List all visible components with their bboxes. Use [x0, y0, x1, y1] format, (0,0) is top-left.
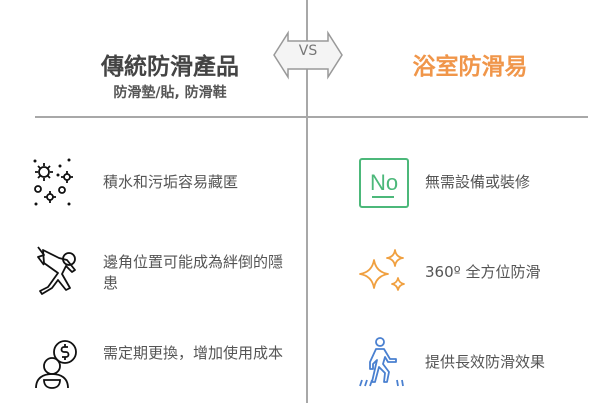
vs-arrow-icon	[273, 30, 343, 80]
bacteria-icon	[33, 158, 73, 206]
right-item-text: 360º 全方位防滑	[425, 263, 541, 281]
left-item-text: 積水和污垢容易藏匿	[103, 173, 239, 191]
left-subtitle: 防滑墊/貼, 防滑鞋	[113, 85, 227, 101]
right-item-text: 無需設備或裝修	[425, 173, 531, 191]
horizontal-divider	[35, 116, 588, 118]
left-item-text: 需定期更換，增加使用成本	[103, 344, 284, 362]
walking-person-icon	[359, 337, 404, 387]
sparkle-icon	[359, 249, 405, 291]
right-item-text: 提供長效防滑效果	[425, 353, 546, 371]
vertical-divider	[306, 0, 308, 403]
svg-text:No: No	[370, 170, 398, 195]
no-box-icon: No	[359, 158, 409, 208]
vs-label: VS	[298, 43, 318, 59]
slip-fall-icon	[37, 246, 76, 295]
right-title: 浴室防滑易	[412, 54, 528, 80]
left-item-text: 邊角位置可能成為絆倒的隱患	[103, 253, 284, 292]
left-title: 傳統防滑產品	[101, 54, 239, 80]
person-cost-icon	[35, 340, 77, 389]
